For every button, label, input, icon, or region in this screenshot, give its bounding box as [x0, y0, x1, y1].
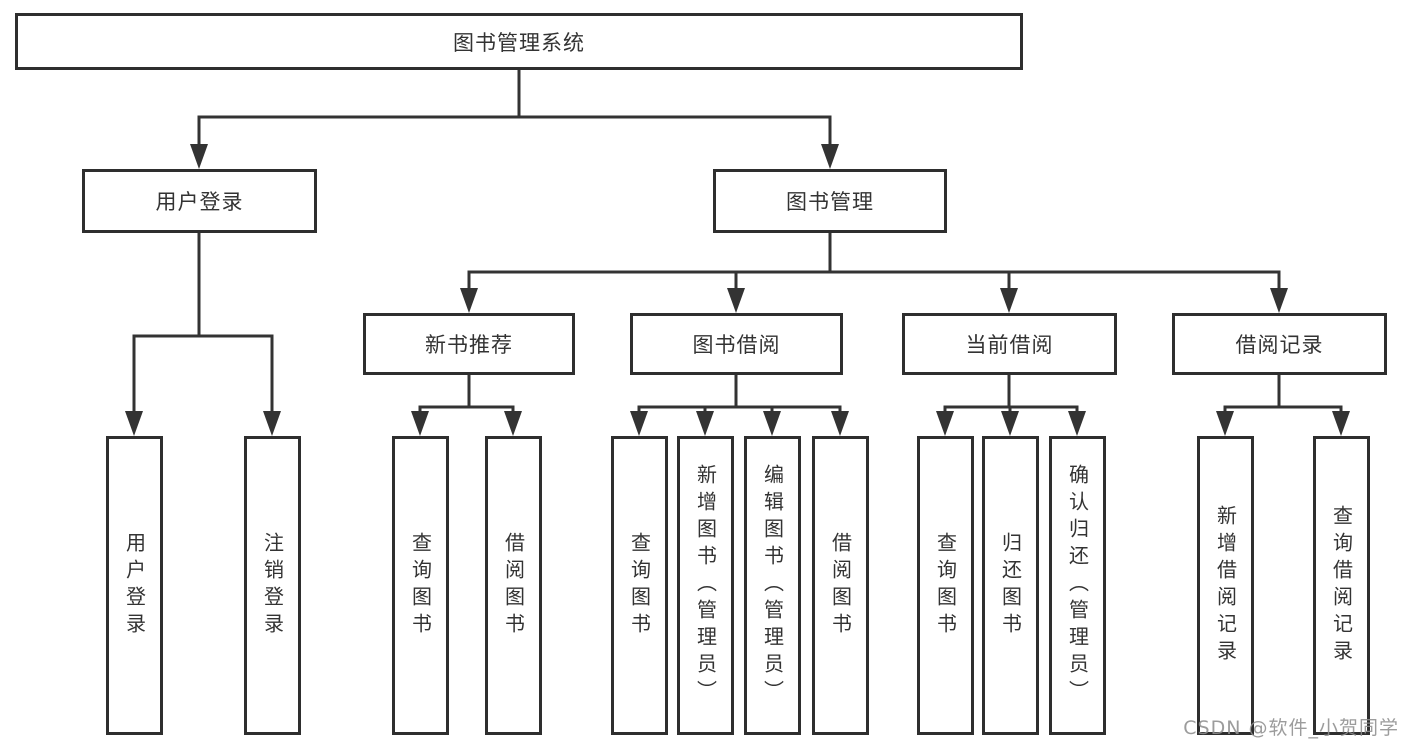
node-label: 查询图书: [627, 531, 652, 640]
connector-user-login: [125, 233, 281, 436]
node-book-borrowing: 图书借阅: [630, 313, 843, 375]
node-leaf-add-borrow-record: 新增借阅记录: [1197, 436, 1254, 735]
node-leaf-user-login: 用户登录: [106, 436, 163, 735]
node-label: 新增借阅记录: [1213, 504, 1238, 667]
node-borrowing-records: 借阅记录: [1172, 313, 1387, 375]
node-label: 用户登录: [155, 190, 244, 214]
node-leaf-query-books-3: 查询图书: [917, 436, 974, 735]
connector-new-book: [411, 375, 522, 436]
node-leaf-query-borrow-record: 查询借阅记录: [1313, 436, 1370, 735]
connector-book-mgmt: [460, 233, 1288, 313]
node-label: 当前借阅: [965, 333, 1054, 357]
node-label: 新书推荐: [425, 333, 513, 357]
node-label: 注销登录: [260, 531, 285, 640]
node-leaf-edit-books-admin: 编辑图书（管理员）: [744, 436, 801, 735]
node-leaf-return-books: 归还图书: [982, 436, 1039, 735]
node-leaf-borrow-books-2: 借阅图书: [812, 436, 869, 735]
node-label: 新增图书（管理员）: [693, 464, 718, 707]
node-label: 借阅图书: [501, 531, 526, 640]
connector-current-borrow: [936, 375, 1086, 436]
node-label: 查询图书: [408, 531, 433, 640]
node-book-management: 图书管理: [713, 169, 947, 233]
connector-root: [190, 70, 839, 169]
node-label: 归还图书: [998, 531, 1023, 640]
node-label: 图书借阅: [692, 333, 781, 357]
node-label: 确认归还（管理员）: [1065, 464, 1090, 707]
watermark: CSDN @软件_小贺同学: [1183, 717, 1399, 739]
node-label: 借阅记录: [1235, 333, 1324, 357]
node-leaf-query-books-1: 查询图书: [392, 436, 449, 735]
node-label: 图书管理系统: [453, 30, 585, 55]
node-new-book-recommend: 新书推荐: [363, 313, 575, 375]
node-label: 用户登录: [122, 531, 147, 640]
node-label: 查询借阅记录: [1329, 504, 1354, 667]
node-user-login: 用户登录: [82, 169, 317, 233]
node-leaf-borrow-books-1: 借阅图书: [485, 436, 542, 735]
node-label: 图书管理: [786, 190, 874, 214]
node-current-borrowing: 当前借阅: [902, 313, 1117, 375]
node-label: 编辑图书（管理员）: [760, 464, 785, 707]
node-leaf-confirm-return-admin: 确认归还（管理员）: [1049, 436, 1106, 735]
connector-borrow-record: [1216, 375, 1350, 436]
node-leaf-query-books-2: 查询图书: [611, 436, 668, 735]
node-label: 借阅图书: [828, 531, 853, 640]
node-leaf-add-books-admin: 新增图书（管理员）: [677, 436, 734, 735]
node-library-system: 图书管理系统: [15, 13, 1023, 70]
connector-book-borrow: [630, 375, 849, 436]
node-leaf-logout: 注销登录: [244, 436, 301, 735]
node-label: 查询图书: [933, 531, 958, 640]
